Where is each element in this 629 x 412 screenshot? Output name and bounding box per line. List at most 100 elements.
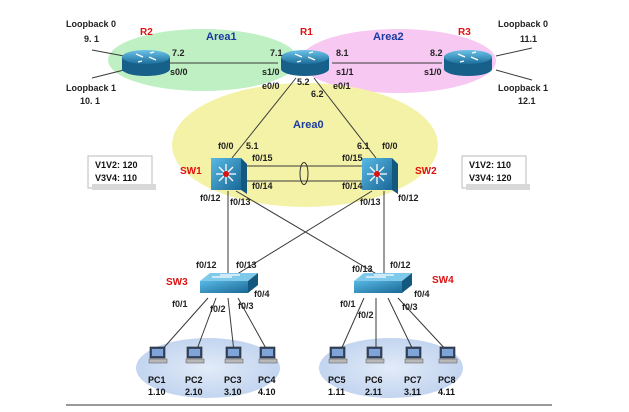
loopback-stub-r3-1	[495, 69, 533, 81]
etherchannel-bundle	[299, 162, 309, 185]
multilayer-switch-sw2-icon[interactable]	[362, 158, 398, 194]
sw2-vlan-priority-box: V1V2: 110 V3V4: 120	[461, 155, 530, 190]
router-r1-icon[interactable]	[281, 50, 329, 76]
sw4-port-f0-4: f0/4	[414, 289, 430, 299]
pc2-addr: 2.10	[185, 387, 203, 397]
switch-sw4-icon[interactable]	[354, 273, 412, 293]
sw3-port-f0-4: f0/4	[254, 289, 270, 299]
pc-icon[interactable]	[438, 346, 458, 364]
r3-loopback0-name: Loopback 0	[498, 19, 548, 29]
link-sw4-pc5	[339, 297, 365, 353]
r1-if-s1-1: s1/1	[336, 67, 354, 77]
r1-if-e0-0: e0/0	[262, 81, 280, 91]
sw4-name: SW4	[432, 275, 454, 286]
link-r1-sw1	[231, 77, 297, 159]
sw3-name: SW3	[166, 277, 188, 288]
loopback-stub-r3-0	[495, 47, 533, 57]
sw3-port-f0-1: f0/1	[172, 299, 188, 309]
pc1-addr: 1.10	[148, 387, 166, 397]
sw1-port-f0-14: f0/14	[252, 181, 273, 191]
sw1-vlan-line-1: V1V2: 120	[95, 160, 138, 170]
pc6-addr: 2.11	[365, 387, 382, 397]
pc-icon[interactable]	[258, 346, 278, 364]
sw1-vlan-priority-box: V1V2: 120 V3V4: 110	[87, 155, 156, 190]
pc-group-right	[319, 338, 463, 398]
r2-loopback1-addr: 10. 1	[80, 96, 100, 106]
pc1-name: PC1	[148, 375, 166, 385]
r3-loopback1-name: Loopback 1	[498, 83, 548, 93]
r1-addr-6-2: 6.2	[311, 89, 324, 99]
multilayer-switch-sw1-icon[interactable]	[211, 158, 247, 194]
sw2-port-f0-15: f0/15	[342, 153, 363, 163]
r2-loopback1-name: Loopback 1	[66, 83, 116, 93]
area0-label: Area0	[293, 119, 324, 131]
pc8-name: PC8	[438, 375, 456, 385]
pc-icon[interactable]	[328, 346, 348, 364]
r1-addr-8-1: 8.1	[336, 48, 349, 58]
r1-addr-7-1: 7.1	[270, 48, 283, 58]
r3-loopback0-addr: 11.1	[520, 34, 537, 44]
pc-icon[interactable]	[185, 346, 205, 364]
switch-sw3-icon[interactable]	[200, 273, 258, 293]
sw4-port-f0-12: f0/12	[390, 260, 411, 270]
link-sw1-sw4	[235, 190, 381, 277]
router-r3-icon[interactable]	[444, 50, 492, 76]
pc-icon[interactable]	[365, 346, 385, 364]
pc7-name: PC7	[404, 375, 422, 385]
sw2-port-f0-0: f0/0	[382, 141, 398, 151]
pc-icon[interactable]	[148, 346, 168, 364]
sw3-port-f0-13: f0/13	[236, 260, 257, 270]
sw3-port-f0-2: f0/2	[210, 304, 226, 314]
pc7-addr: 3.11	[404, 387, 421, 397]
r2-name: R2	[140, 27, 153, 38]
sw4-port-f0-2: f0/2	[358, 310, 374, 320]
link-r1-sw2	[313, 77, 377, 159]
r1-if-e0-1: e0/1	[333, 81, 351, 91]
r1-if-s1-0: s1/0	[262, 67, 280, 77]
area2-region	[300, 29, 496, 93]
sw2-port-f0-14: f0/14	[342, 181, 363, 191]
pc3-addr: 3.10	[224, 387, 242, 397]
r3-if-s1-0: s1/0	[424, 67, 442, 77]
sw1-port-f0-15: f0/15	[252, 153, 273, 163]
r3-name: R3	[458, 27, 471, 38]
sw2-name: SW2	[415, 166, 437, 177]
r1-addr-5-2: 5.2	[297, 77, 310, 87]
sw4-port-f0-13: f0/13	[352, 264, 373, 274]
sw2-port-f0-13: f0/13	[360, 197, 381, 207]
pc-icon[interactable]	[224, 346, 244, 364]
link-sw4-pc8	[397, 297, 449, 353]
pc-group-left	[136, 338, 280, 398]
link-sw3-pc3	[227, 297, 235, 353]
sw1-vlan-line-2: V3V4: 110	[95, 173, 137, 183]
sw2-addr-6-1: 6.1	[357, 141, 370, 151]
sw4-port-f0-1: f0/1	[340, 299, 356, 309]
loopback-stub-r2-1	[91, 69, 125, 79]
sw1-port-f0-0: f0/0	[218, 141, 234, 151]
r3-loopback1-addr: 12.1	[518, 96, 536, 106]
router-r2-icon[interactable]	[122, 50, 170, 76]
pc2-name: PC2	[185, 375, 203, 385]
sw2-vlan-line-1: V1V2: 110	[469, 160, 511, 170]
r3-addr-8-2: 8.2	[430, 48, 443, 58]
pc-icon[interactable]	[404, 346, 424, 364]
sw1-port-f0-13: f0/13	[230, 197, 251, 207]
sw1-addr-5-1: 5.1	[246, 141, 259, 151]
pc6-name: PC6	[365, 375, 383, 385]
link-sw3-pc4	[237, 297, 269, 353]
pc8-addr: 4.11	[438, 387, 455, 397]
link-sw2-sw3	[233, 190, 373, 277]
pc5-addr: 1.11	[328, 387, 345, 397]
pc3-name: PC3	[224, 375, 242, 385]
area2-label: Area2	[373, 31, 404, 43]
sw1-port-f0-12: f0/12	[200, 193, 221, 203]
r1-name: R1	[300, 27, 313, 38]
sw2-vlan-line-2: V3V4: 120	[469, 173, 512, 183]
sw4-port-f0-3: f0/3	[402, 302, 418, 312]
link-sw3-pc1	[159, 297, 209, 353]
r2-addr-7-2: 7.2	[172, 48, 185, 58]
link-sw3-pc2	[195, 297, 217, 353]
sw3-port-f0-12: f0/12	[196, 260, 217, 270]
area1-region	[108, 29, 298, 91]
